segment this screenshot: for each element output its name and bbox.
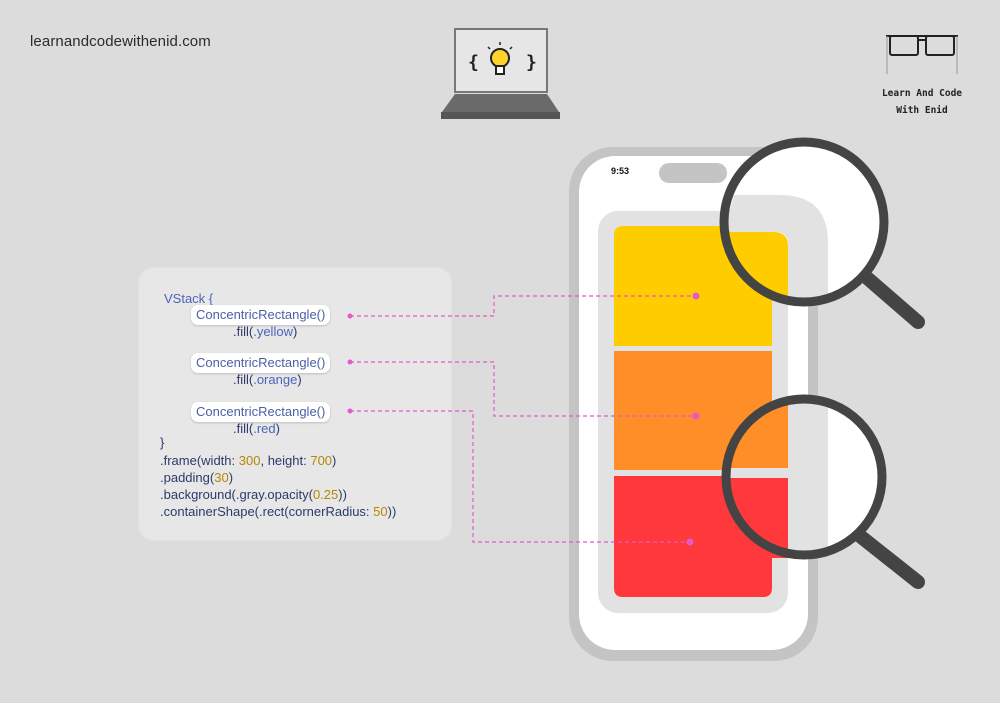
laptop-left-brace: { xyxy=(468,52,479,73)
vstack-open: VStack { xyxy=(164,291,214,306)
magnifier-bottom-icon xyxy=(721,394,925,589)
vstack-close: } xyxy=(160,435,165,450)
glasses-icon xyxy=(886,35,958,74)
fill-modifier-3: .fill(.red) xyxy=(233,421,280,436)
site-url: learnandcodewithenid.com xyxy=(30,33,211,50)
brand-logo: Learn And Code With Enid xyxy=(868,30,976,119)
connector-yellow xyxy=(350,295,696,317)
connector-dot xyxy=(692,292,700,300)
concentric-rect-call-2: ConcentricRectangle() xyxy=(191,353,331,373)
background-modifier: .background(.gray.opacity(0.25)) xyxy=(160,487,347,502)
fill-modifier-2: .fill(.orange) xyxy=(233,372,302,387)
dynamic-island xyxy=(659,163,727,183)
connectors xyxy=(350,295,696,543)
code-card: VStack { ConcentricRectangle() .fill(.ye… xyxy=(138,267,452,541)
status-bar-time: 9:53 xyxy=(611,166,630,176)
brand-line-1: Learn And Code xyxy=(881,88,963,99)
connector-dot xyxy=(347,408,353,414)
connector-dot xyxy=(347,313,353,319)
concentric-rect-call-1: ConcentricRectangle() xyxy=(191,305,331,325)
frame-modifier: .frame(width: 300, height: 700) xyxy=(160,453,337,468)
laptop-right-brace: } xyxy=(526,52,537,73)
connector-dot xyxy=(686,538,694,546)
brand-line-2: With Enid xyxy=(896,105,948,116)
connector-dot xyxy=(347,359,353,365)
laptop-lightbulb-icon: { } xyxy=(441,28,560,119)
magnifier-top-icon xyxy=(719,137,925,329)
padding-modifier: .padding(30) xyxy=(160,470,234,485)
container-shape-modifier: .containerShape(.rect(cornerRadius: 50)) xyxy=(160,504,397,519)
connector-dot xyxy=(692,412,700,420)
fill-modifier-1: .fill(.yellow) xyxy=(233,324,298,339)
concentric-rect-call-3: ConcentricRectangle() xyxy=(191,402,331,422)
connector-orange xyxy=(350,361,696,417)
